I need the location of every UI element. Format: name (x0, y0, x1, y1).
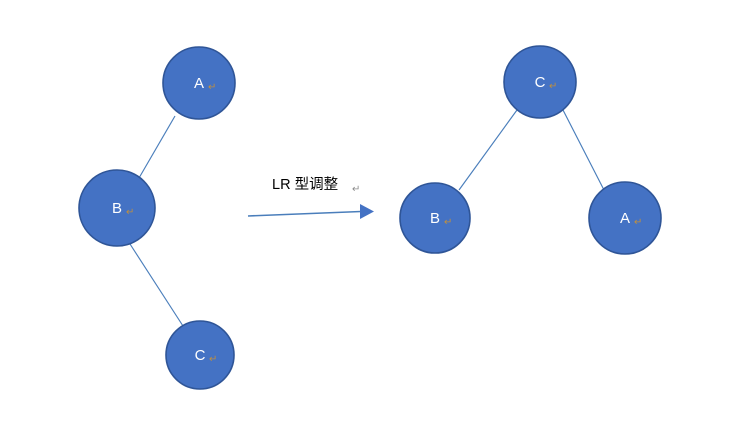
node-label: B (112, 200, 122, 217)
transform-arrow-shaft (247, 210, 362, 217)
left-node-c[interactable]: C ↵ (165, 320, 235, 390)
node-label: A (620, 210, 630, 227)
right-tree-nodes: C ↵ B ↵ A ↵ (399, 45, 662, 255)
right-tree-edges (458, 109, 605, 191)
left-tree-nodes: A ↵ B ↵ C ↵ (78, 46, 236, 390)
left-tree-edges (129, 115, 184, 327)
transform-arrow-head (360, 204, 374, 219)
node-label: C (195, 347, 206, 364)
edge-b-to-c (129, 243, 184, 327)
edge-b-to-a (138, 115, 176, 179)
return-mark-icon: ↵ (549, 81, 557, 92)
right-node-c[interactable]: C ↵ (503, 45, 577, 119)
right-node-b[interactable]: B ↵ (399, 182, 471, 254)
node-label: A (194, 75, 204, 92)
right-node-a[interactable]: A ↵ (588, 181, 662, 255)
transform-caption: LR 型调整 (272, 176, 338, 193)
caption-return-mark-icon: ↵ (352, 184, 360, 195)
node-shape (165, 320, 235, 390)
return-mark-icon: ↵ (208, 82, 216, 93)
node-shape (588, 181, 662, 255)
edge-c-to-a (562, 109, 605, 191)
transform-group: LR 型调整 ↵ (247, 176, 374, 219)
return-mark-icon: ↵ (444, 217, 452, 228)
edge-c-to-b (458, 109, 518, 191)
left-node-a[interactable]: A ↵ (162, 46, 236, 120)
return-mark-icon: ↵ (126, 207, 134, 218)
return-mark-icon: ↵ (209, 354, 217, 365)
node-label: B (430, 210, 440, 227)
node-shape (399, 182, 471, 254)
node-shape (78, 169, 156, 247)
left-node-b[interactable]: B ↵ (78, 169, 156, 247)
return-mark-icon: ↵ (634, 217, 642, 228)
node-shape (503, 45, 577, 119)
node-label: C (535, 74, 546, 91)
node-shape (162, 46, 236, 120)
